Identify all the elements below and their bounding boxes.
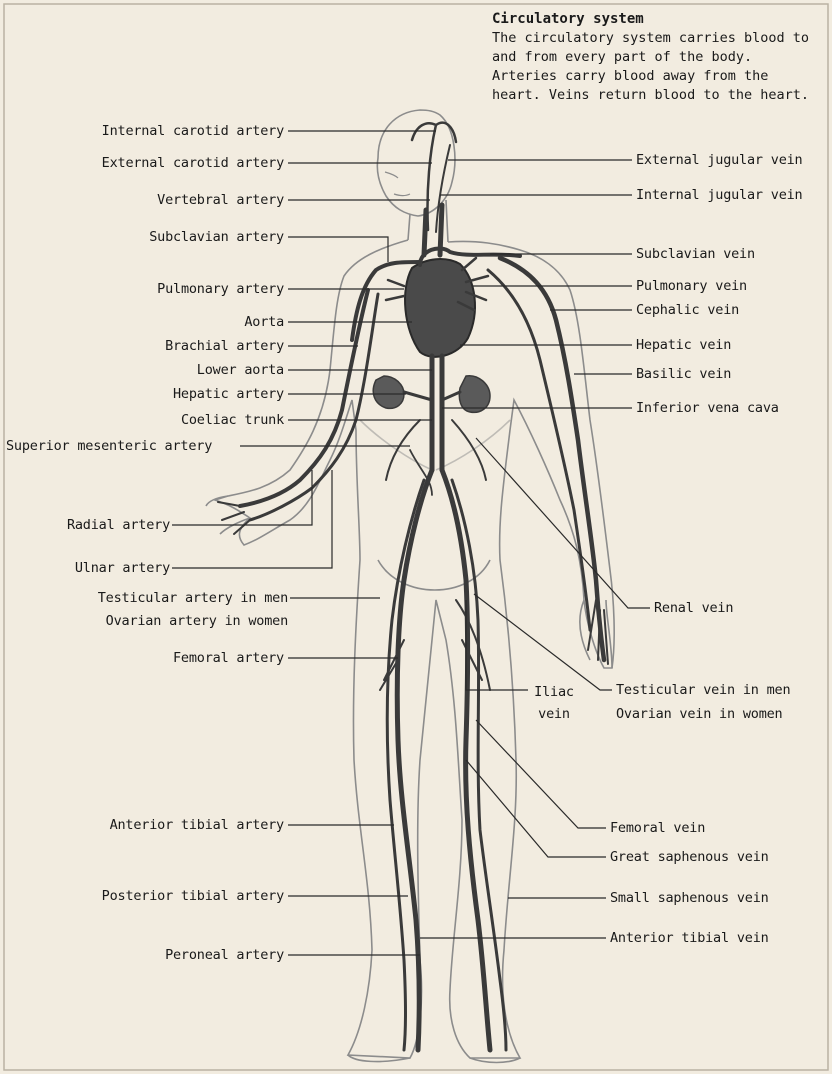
kidney-right xyxy=(459,376,490,413)
kidney-left xyxy=(373,376,404,408)
label-testicular-vein: Testicular vein in men xyxy=(616,682,790,698)
label-femoral-artery: Femoral artery xyxy=(173,650,284,666)
label-coeliac-trunk: Coeliac trunk xyxy=(181,412,284,428)
info-text: The circulatory system carries blood to … xyxy=(492,29,822,105)
label-hepatic-artery: Hepatic artery xyxy=(173,386,284,402)
label-internal-carotid-artery: Internal carotid artery xyxy=(102,123,284,139)
body-outline xyxy=(206,110,614,1063)
label-iliac-vein: Iliac vein xyxy=(534,684,574,722)
info-title: Circulatory system xyxy=(492,10,822,29)
label-ovarian-vein: Ovarian vein in women xyxy=(616,706,782,722)
label-posterior-tibial-artery: Posterior tibial artery xyxy=(102,888,284,904)
label-ovarian-artery: Ovarian artery in women xyxy=(106,613,288,629)
label-basilic-vein: Basilic vein xyxy=(636,366,731,382)
label-pulmonary-artery: Pulmonary artery xyxy=(157,281,284,297)
label-peroneal-artery: Peroneal artery xyxy=(165,947,284,963)
label-subclavian-vein: Subclavian vein xyxy=(636,246,755,262)
label-radial-artery: Radial artery xyxy=(67,517,170,533)
label-renal-vein: Renal vein xyxy=(654,600,733,616)
info-box: Circulatory system The circulatory syste… xyxy=(492,10,822,105)
label-pulmonary-vein: Pulmonary vein xyxy=(636,278,747,294)
label-aorta: Aorta xyxy=(244,314,284,330)
label-ulnar-artery: Ulnar artery xyxy=(75,560,170,576)
label-iliac-vein-line1: Iliac xyxy=(534,684,574,700)
label-femoral-vein: Femoral vein xyxy=(610,820,705,836)
heart-shape xyxy=(405,259,475,357)
label-vertebral-artery: Vertebral artery xyxy=(157,192,284,208)
label-cephalic-vein: Cephalic vein xyxy=(636,302,739,318)
label-great-saphenous-vein: Great saphenous vein xyxy=(610,849,769,865)
label-external-jugular-vein: External jugular vein xyxy=(636,152,802,168)
label-anterior-tibial-artery: Anterior tibial artery xyxy=(110,817,284,833)
label-external-carotid-artery: External carotid artery xyxy=(102,155,284,171)
label-testicular-artery: Testicular artery in men xyxy=(98,590,288,606)
label-brachial-artery: Brachial artery xyxy=(165,338,284,354)
label-inferior-vena-cava: Inferior vena cava xyxy=(636,400,779,416)
label-small-saphenous-vein: Small saphenous vein xyxy=(610,890,769,906)
label-subclavian-artery: Subclavian artery xyxy=(149,229,284,245)
label-superior-mesenteric-artery: Superior mesenteric artery xyxy=(6,438,212,454)
label-lower-aorta: Lower aorta xyxy=(197,362,284,378)
label-internal-jugular-vein: Internal jugular vein xyxy=(636,187,802,203)
label-hepatic-vein: Hepatic vein xyxy=(636,337,731,353)
label-anterior-tibial-vein: Anterior tibial vein xyxy=(610,930,769,946)
label-iliac-vein-line2: vein xyxy=(534,706,574,722)
